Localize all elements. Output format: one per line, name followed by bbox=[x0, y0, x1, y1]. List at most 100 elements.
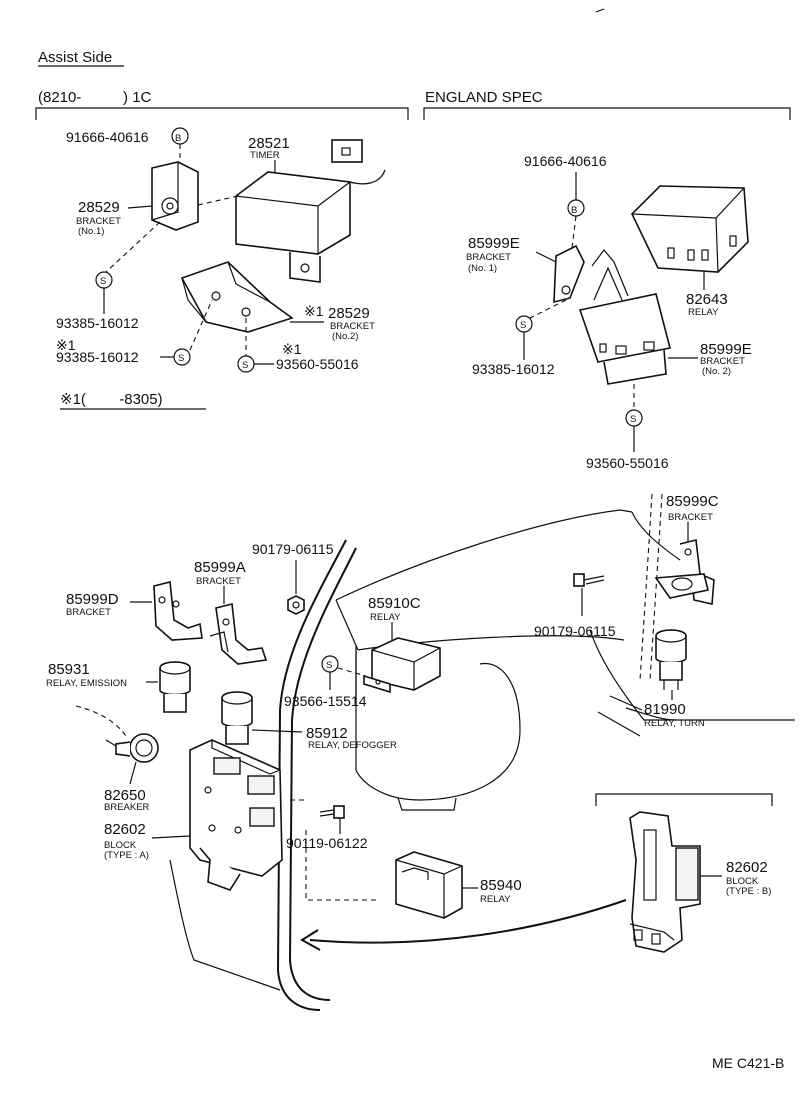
screw-mid-label: 93566-15514 bbox=[284, 693, 367, 709]
bracket-no2-part bbox=[180, 261, 294, 333]
svg-text:B: B bbox=[175, 133, 181, 144]
diagram-code: ME C421-B bbox=[712, 1055, 784, 1071]
right-bolt-top-label: 91666-40616 bbox=[524, 153, 607, 169]
harness-lines bbox=[276, 493, 663, 1011]
right-section-bracket bbox=[423, 107, 791, 120]
svg-text:S: S bbox=[630, 414, 636, 425]
bracket-no2-sub: (No.2) bbox=[332, 331, 358, 342]
block-b-sub: (TYPE : B) bbox=[726, 886, 771, 897]
relay-85910c-number: 85910C bbox=[368, 595, 421, 612]
leader-line bbox=[127, 205, 153, 209]
screw-s-symbol: S bbox=[95, 271, 113, 289]
svg-text:S: S bbox=[100, 276, 106, 287]
corner-mark bbox=[595, 8, 605, 13]
leader-line bbox=[251, 729, 303, 733]
breaker-number: 82650 bbox=[104, 787, 146, 804]
bracket-85999a-number: 85999A bbox=[194, 559, 246, 576]
svg-text:S: S bbox=[326, 660, 332, 671]
bracket-85999e-no1-part bbox=[553, 244, 629, 304]
relay-85940-number: 85940 bbox=[480, 877, 522, 894]
bracket-no1-sub: (No.1) bbox=[78, 226, 104, 237]
relay-defogger-number: 85912 bbox=[306, 725, 348, 742]
relay-turn-label: RELAY, TURN bbox=[644, 718, 705, 729]
right-screw-1-label: 93385-16012 bbox=[472, 361, 555, 377]
relay-turn-part bbox=[655, 629, 687, 690]
relay-85940-part bbox=[395, 851, 463, 919]
bracket-no1-label: BRACKET bbox=[76, 216, 121, 227]
bracket-85999d-label: BRACKET bbox=[66, 607, 111, 618]
bracket-85999c-number: 85999C bbox=[666, 493, 719, 510]
block-a-number: 82602 bbox=[104, 821, 146, 838]
relay-82643-number: 82643 bbox=[686, 291, 728, 308]
leader-line bbox=[169, 859, 281, 991]
screw-s-symbol: S bbox=[173, 348, 191, 366]
nut-top-part bbox=[287, 595, 305, 615]
leader-line bbox=[529, 299, 567, 319]
block-type-a-part bbox=[189, 739, 283, 891]
bracket-85999e-no1-sub: (No. 1) bbox=[468, 263, 497, 274]
bracket-85999e-no1-label: BRACKET bbox=[466, 252, 511, 263]
leader-line bbox=[337, 667, 367, 677]
screw-s-symbol: S bbox=[321, 655, 339, 673]
leader-line bbox=[189, 299, 213, 351]
bracket-85999a-part bbox=[209, 603, 268, 665]
leader-line bbox=[609, 695, 643, 711]
leader-line bbox=[75, 705, 127, 737]
leader-line bbox=[129, 761, 137, 785]
block-b-number: 82602 bbox=[726, 859, 768, 876]
nut-top-label: 90179-06115 bbox=[252, 541, 334, 557]
relay-emission-label: RELAY, EMISSION bbox=[46, 678, 127, 689]
bolt-low-part bbox=[319, 805, 345, 819]
bolt-b-symbol: B bbox=[567, 199, 585, 217]
relay-emission-part bbox=[159, 661, 191, 713]
bracket-no1-number: 28529 bbox=[78, 199, 120, 216]
left-screw-2-label: 93385-16012 bbox=[56, 349, 139, 365]
bracket-no2-label: BRACKET bbox=[330, 321, 375, 332]
left-section-bracket bbox=[35, 107, 409, 120]
relay-85910c-part bbox=[363, 637, 441, 694]
relay-emission-number: 85931 bbox=[48, 661, 90, 678]
svg-text:S: S bbox=[242, 360, 248, 371]
left-bolt-top-label: 91666-40616 bbox=[66, 129, 149, 145]
svg-text:S: S bbox=[520, 320, 526, 331]
block-b-bracket bbox=[595, 793, 773, 806]
right-section-label: ENGLAND SPEC bbox=[425, 89, 543, 106]
bracket-85999d-part bbox=[153, 581, 203, 641]
relay-turn-number: 81990 bbox=[644, 701, 686, 718]
left-mark-a: ※1 bbox=[56, 337, 76, 353]
relay-82643-part bbox=[631, 185, 749, 273]
bolt-low-label: 90119-06122 bbox=[286, 835, 368, 851]
bolt-right-part bbox=[573, 573, 605, 587]
leader-line bbox=[151, 835, 191, 839]
block-b-label: BLOCK bbox=[726, 876, 759, 887]
bracket-85999e-no2-sub: (No. 2) bbox=[702, 366, 731, 377]
relay-defogger-label: RELAY, DEFOGGER bbox=[308, 740, 397, 751]
bracket-85999e-no2-number: 85999E bbox=[700, 341, 752, 358]
right-screw-2-label: 93560-55016 bbox=[586, 455, 669, 471]
bracket-no2-number: 28529 bbox=[328, 305, 370, 322]
relay-82643-label: RELAY bbox=[688, 307, 719, 318]
bracket-85999c-part bbox=[654, 539, 715, 605]
leader-line bbox=[571, 215, 577, 249]
bracket-no1-part bbox=[151, 161, 239, 231]
timer-part-number: 28521 bbox=[248, 135, 290, 152]
block-a-sub: (TYPE : A) bbox=[104, 850, 149, 861]
bolt-right-label: 90179-06115 bbox=[534, 623, 616, 639]
leader-line bbox=[105, 221, 161, 273]
screw-s-symbol: S bbox=[237, 355, 255, 373]
screw-s-symbol: S bbox=[515, 315, 533, 333]
bracket-85999d-number: 85999D bbox=[66, 591, 119, 608]
bracket-85999c-label: BRACKET bbox=[668, 512, 713, 523]
relay-defogger-part bbox=[221, 691, 253, 745]
bracket-85999e-no2-part bbox=[578, 293, 671, 385]
direction-arrow bbox=[300, 899, 627, 951]
timer-part bbox=[235, 139, 386, 283]
note-range: ※1( -8305) bbox=[60, 391, 163, 408]
svg-text:S: S bbox=[178, 353, 184, 364]
left-section-label: (8210- ) 1C bbox=[38, 89, 152, 106]
bracket-85999a-label: BRACKET bbox=[196, 576, 241, 587]
breaker-part bbox=[105, 733, 159, 763]
left-screw-3-label: 93560-55016 bbox=[276, 356, 359, 372]
